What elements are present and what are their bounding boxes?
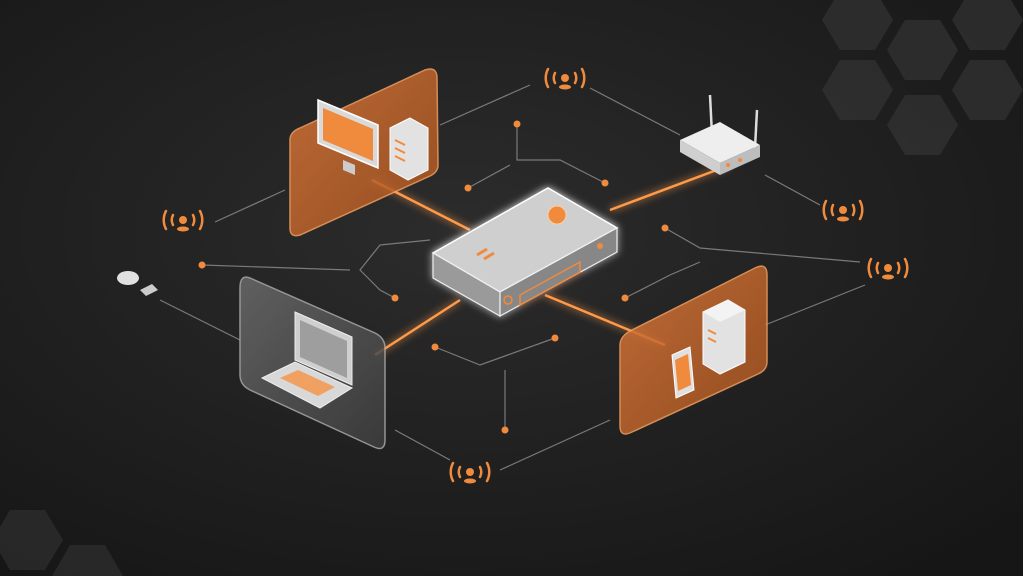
wifi-signal-icon	[822, 199, 864, 222]
wifi-signal-icon	[449, 461, 491, 484]
laptop-icon	[260, 311, 354, 409]
connection-lines	[159, 84, 866, 471]
hexagon-pattern-bottom-left	[0, 510, 123, 576]
smartphone-icon	[671, 346, 695, 399]
wifi-signal-icon	[162, 209, 204, 232]
connection-dots	[198, 120, 669, 434]
network-hub-icon	[431, 187, 619, 318]
wifi-signal-icon	[867, 257, 909, 280]
wifi-signal-icons	[162, 67, 909, 484]
desktop-panel	[289, 68, 439, 237]
desktop-monitor-icon	[317, 98, 379, 175]
wifi-signal-icon	[544, 67, 586, 90]
hexagon-pattern-top-right	[822, 0, 1023, 155]
tower-server-icon	[389, 117, 429, 181]
mobile-server-panel	[619, 265, 768, 435]
laptop-panel	[239, 276, 386, 450]
server-tower-icon	[702, 299, 746, 375]
usb-dongle-icon	[117, 271, 158, 296]
wifi-router-icon	[680, 94, 760, 175]
